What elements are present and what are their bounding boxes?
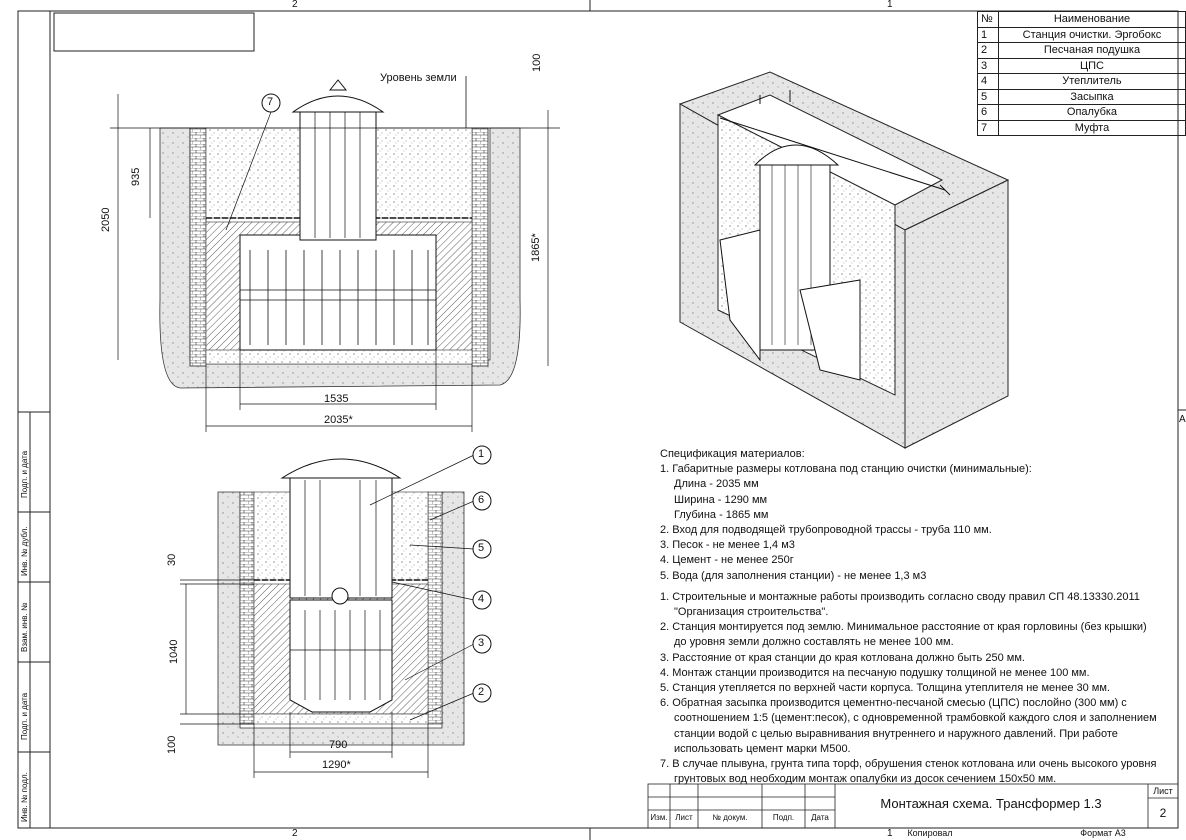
isometric-view (678, 71, 1010, 449)
callout-7: 7 (267, 96, 274, 108)
callout-6: 6 (478, 494, 485, 506)
copied-label: Копировал (907, 828, 953, 838)
bottom-section-view (180, 445, 492, 778)
dim-100-bottom: 100 (166, 735, 178, 754)
strip-repl-inv: Взам. инв. № (20, 602, 29, 652)
zone-right: A (1179, 414, 1186, 425)
part-name: Муфта (997, 119, 1186, 136)
note-item: 6. Обратная засыпка производится цементн… (660, 697, 1157, 755)
strip-sign-date-1: Подп. и дата (20, 450, 29, 498)
strip-sign-date-2: Подп. и дата (20, 692, 29, 740)
note-item: 3. Расстояние от края станции до края ко… (660, 651, 1025, 664)
parts-header-name: Наименование (997, 11, 1186, 28)
spec-item: 2. Вход для подводящей трубопроводной тр… (660, 524, 992, 537)
sheet-label: Лист (1153, 786, 1173, 796)
part-num: 5 (977, 88, 999, 105)
note-item: 5. Станция утепляется по верхней части к… (660, 682, 1110, 695)
part-name: Засыпка (997, 88, 1186, 105)
ground-level-label: Уровень земли (380, 72, 457, 84)
spec-item: 4. Цемент - не менее 250г (660, 554, 794, 567)
callout-4: 4 (478, 593, 485, 605)
part-name: Утеплитель (997, 73, 1186, 90)
parts-header-num: № (977, 11, 999, 28)
dim-2035: 2035* (324, 414, 353, 426)
part-name: Песчаная подушка (997, 42, 1186, 59)
dim-790: 790 (329, 739, 348, 751)
spec-subitem: Ширина - 1290 мм (674, 493, 768, 506)
col-date: Дата (811, 813, 829, 822)
dim-1040: 1040 (168, 639, 180, 664)
col-sign: Подп. (772, 813, 795, 822)
callout-3: 3 (478, 637, 485, 649)
part-name: ЦПС (997, 57, 1186, 74)
sheet-number: 2 (1159, 806, 1167, 820)
note-item: 2. Станция монтируется под землю. Минима… (660, 621, 1147, 649)
callout-1: 1 (478, 448, 485, 460)
callout-5: 5 (478, 542, 485, 554)
col-izm: Изм. (650, 813, 668, 822)
part-num: 4 (977, 73, 999, 90)
part-num: 3 (977, 57, 999, 74)
strip-inv-dup: Инв. № дубл. (20, 526, 29, 576)
spec-item: 5. Вода (для заполнения станции) - не ме… (660, 569, 927, 582)
parts-header: № Наименование (977, 11, 1186, 28)
zone-top-right: 1 (887, 0, 893, 10)
top-section-view (110, 76, 560, 432)
part-num: 2 (977, 42, 999, 59)
col-doc: № докум. (712, 813, 748, 822)
note-item: 7. В случае плывуна, грунта типа торф, о… (660, 758, 1157, 786)
spec-item: 1. Габаритные размеры котлована под стан… (660, 463, 1032, 476)
note-item: 4. Монтаж станции производится на песчан… (660, 666, 1090, 679)
spec-subitem: Длина - 2035 мм (674, 478, 759, 491)
part-num: 1 (977, 26, 999, 43)
part-name: Опалубка (997, 104, 1186, 121)
specification-notes: Спецификация материалов: 1. Габаритные р… (660, 447, 1160, 787)
dim-935: 935 (130, 167, 142, 186)
zone-bottom-right: 1 (887, 828, 893, 839)
dim-1865: 1865* (530, 233, 542, 262)
part-num: 6 (977, 104, 999, 121)
strip-inv-orig: Инв. № подл. (20, 772, 29, 822)
dim-1535: 1535 (324, 393, 349, 405)
zone-top-left: 2 (292, 0, 298, 10)
dim-1290: 1290* (322, 759, 351, 771)
drawing-title: Монтажная схема. Трансформер 1.3 (880, 795, 1102, 811)
note-item: 1. Строительные и монтажные работы произ… (660, 590, 1140, 619)
spec-heading: Спецификация материалов: (660, 448, 805, 460)
part-name: Станция очистки. Эргобокс (997, 26, 1186, 43)
zone-bottom-left: 2 (292, 828, 298, 839)
spec-item: 3. Песок - не менее 1,4 м3 (660, 539, 795, 552)
dim-30: 30 (166, 553, 178, 566)
part-num: 7 (977, 119, 999, 136)
format-label: Формат А3 (1080, 828, 1126, 838)
spec-subitem: Глубина - 1865 мм (674, 508, 769, 521)
col-list: Лист (675, 813, 693, 822)
callout-2: 2 (478, 686, 485, 698)
dim-2050: 2050 (100, 207, 112, 232)
dim-100-top: 100 (531, 53, 543, 72)
